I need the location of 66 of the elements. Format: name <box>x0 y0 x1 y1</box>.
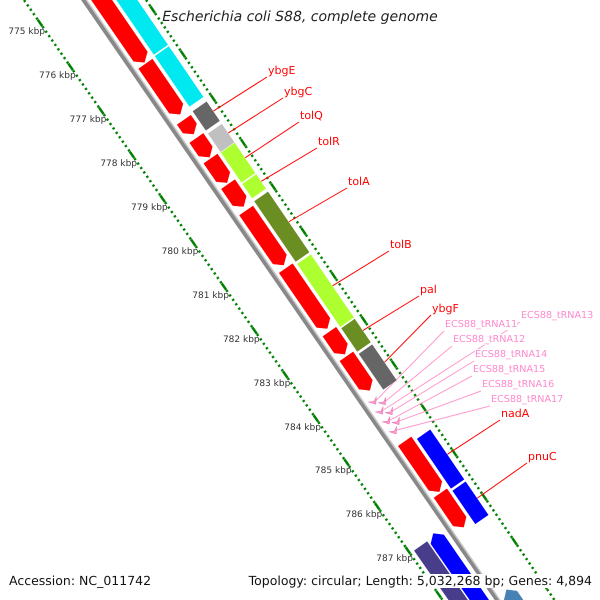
gene-label: ECS88_tRNA12 <box>453 334 526 346</box>
gene-label: ybgC <box>284 86 312 99</box>
scale-label: 775 kbp <box>8 26 46 38</box>
leader-line <box>396 406 490 431</box>
leader-line <box>362 296 420 331</box>
scale-label: 787 kbp <box>376 554 413 565</box>
trna-feature <box>378 397 386 406</box>
trna-feature <box>384 406 393 416</box>
gene-label: pal <box>420 284 437 297</box>
scale-label: 777 kbp <box>70 114 106 126</box>
gene-block <box>242 174 266 198</box>
gene-block <box>416 430 464 489</box>
leader-line <box>384 314 432 363</box>
leader-line <box>212 76 268 112</box>
leader-line <box>288 188 348 222</box>
gene-label: ECS88_tRNA11 <box>445 319 518 330</box>
gene-label: tolR <box>318 136 340 149</box>
gene-label: nadA <box>501 408 530 421</box>
gene-label: tolB <box>390 239 412 252</box>
gene-label: ECS88_tRNA16 <box>482 379 554 390</box>
gene-block <box>297 254 354 327</box>
trna-feature <box>391 416 400 425</box>
scale-label: 785 kbp <box>314 466 352 477</box>
gene-block <box>358 344 397 390</box>
trna-feature <box>382 416 390 424</box>
scale-label: 784 kbp <box>284 422 321 433</box>
gene-block <box>254 192 310 262</box>
gene-label: tolA <box>348 176 370 189</box>
gene-block <box>341 318 371 352</box>
gene-label: ECS88_tRNA17 <box>491 394 564 406</box>
footer-text: Topology: circular; Length: 5,032,268 bp; Genes: 4,894 <box>248 574 592 588</box>
gene-label: ybgE <box>268 65 296 78</box>
leader-line <box>476 462 528 499</box>
scale-label: 782 kbp <box>222 334 260 345</box>
gene-label: ybgF <box>432 303 459 316</box>
scale-label: 783 kbp <box>254 378 290 389</box>
leader-line <box>446 420 500 455</box>
scale-label: 779 kbp <box>130 202 168 214</box>
trna-feature <box>375 406 384 414</box>
leader-line <box>332 250 390 286</box>
footer-text: Accession: NC_011742 <box>9 574 152 588</box>
leader-line <box>376 330 444 401</box>
scale-label: 780 kbp <box>162 246 198 258</box>
gene-block <box>220 142 256 183</box>
trna-feature <box>368 396 377 405</box>
leader-line <box>385 346 452 402</box>
gene-label: ECS88_tRNA15 <box>473 364 546 376</box>
trna-feature <box>388 426 397 434</box>
gene-block <box>208 124 234 152</box>
scale-label: 786 kbp <box>346 510 382 521</box>
scale-label: 781 kbp <box>192 290 229 302</box>
gene-block <box>192 102 220 131</box>
gene-label: tolQ <box>300 110 323 123</box>
scale-label: 778 kbp <box>100 158 137 170</box>
gene-label: pnuC <box>528 451 557 464</box>
gene-block <box>452 482 488 524</box>
gene-label: ECS88_tRNA13 <box>521 310 594 322</box>
scale-label: 776 kbp <box>39 70 76 82</box>
leader-line <box>392 360 474 412</box>
leader-line <box>260 148 318 182</box>
leader-line <box>244 122 300 158</box>
title: Escherichia coli S88, complete genome <box>161 9 439 26</box>
leader-line <box>228 98 284 134</box>
gene-label: ECS88_tRNA14 <box>475 349 548 360</box>
leader-line <box>389 376 472 421</box>
leader-line <box>398 390 482 422</box>
